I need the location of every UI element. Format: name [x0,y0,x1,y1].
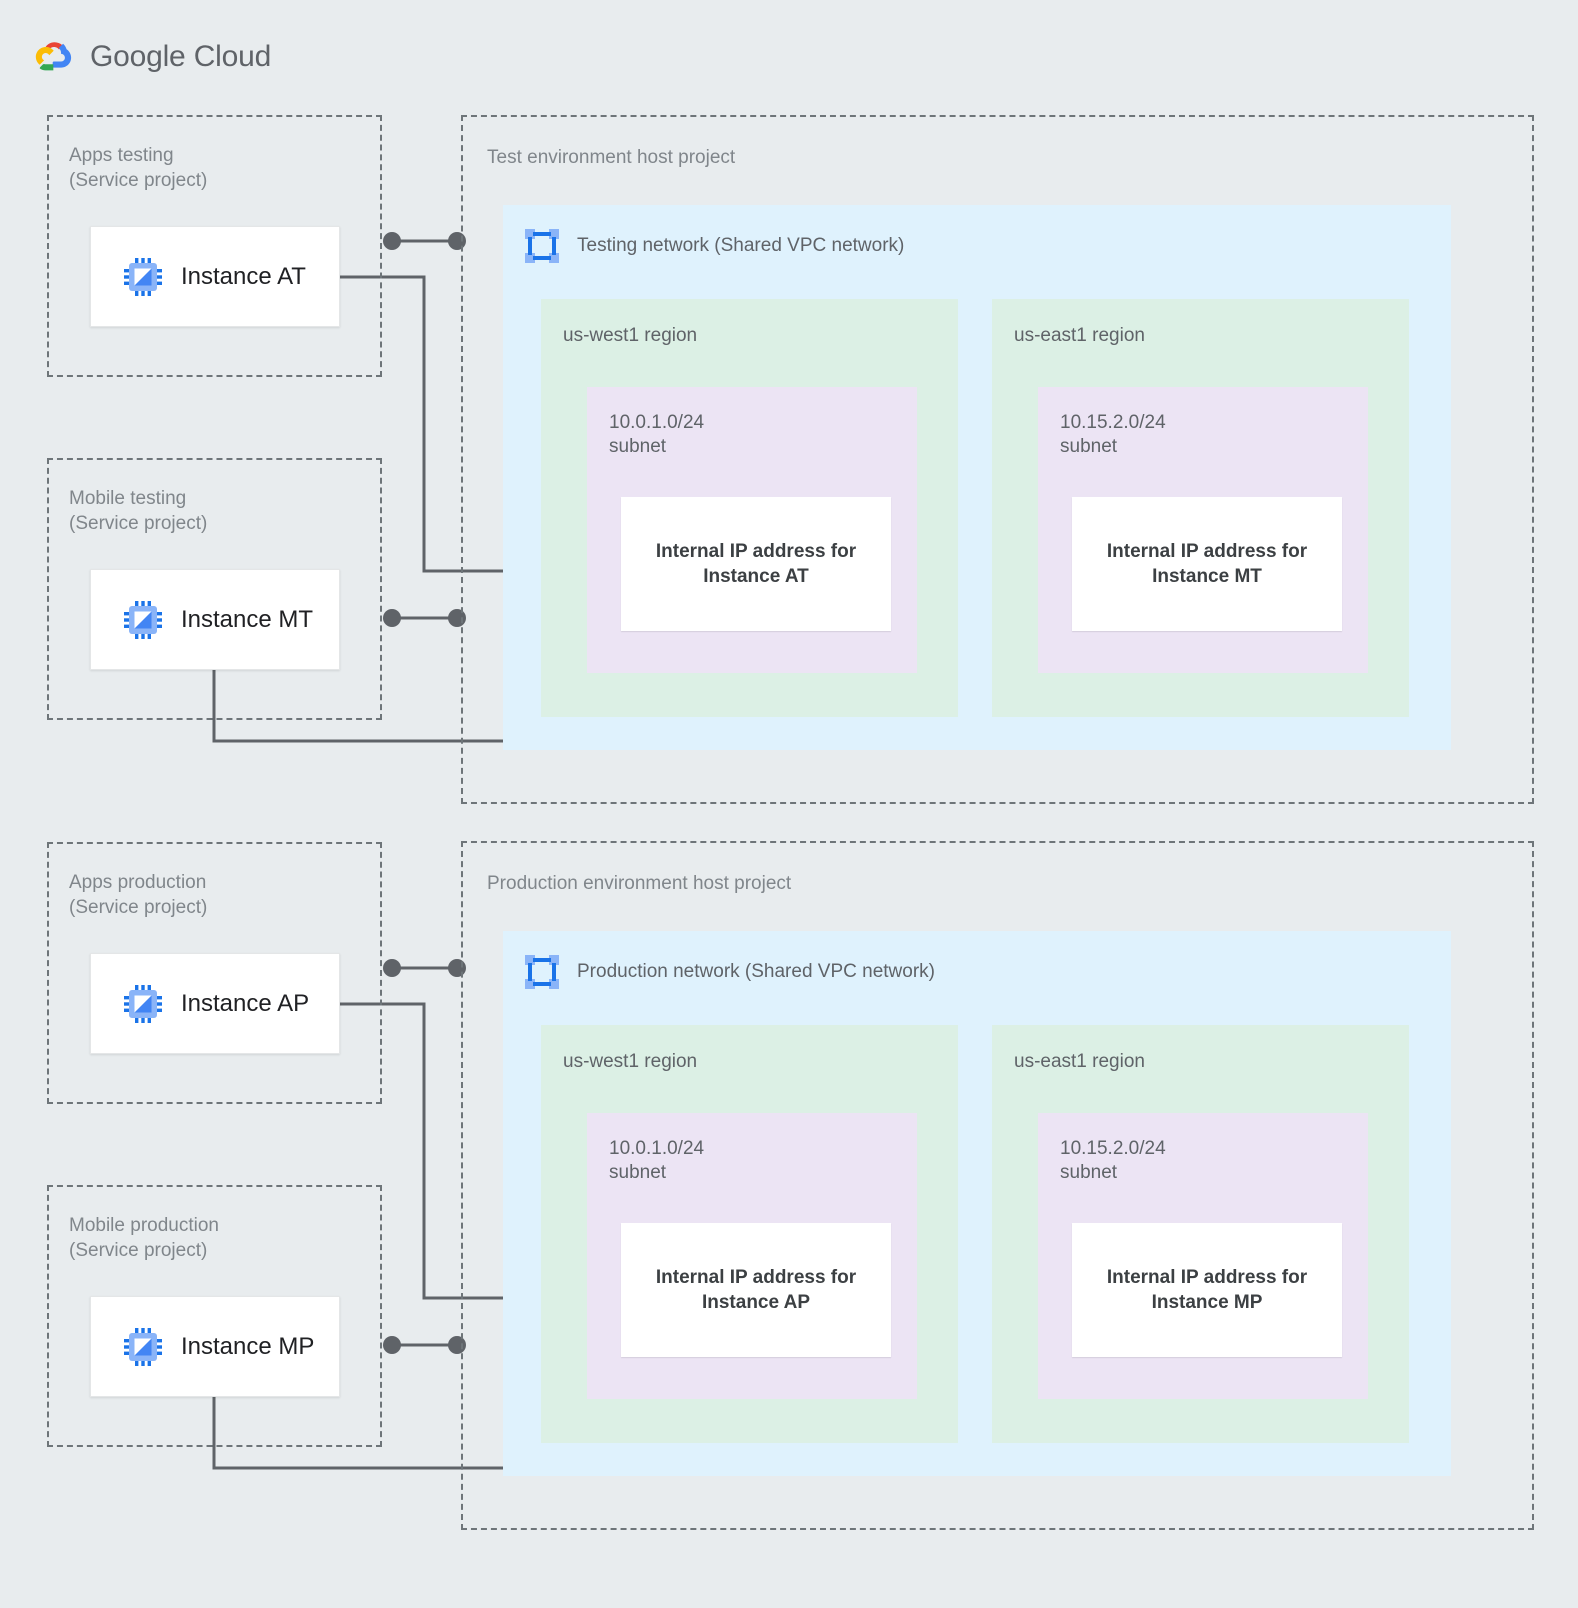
region-us-west1: us-west1 region 10.0.1.0/24 subnet Inter… [541,1025,958,1443]
ip-card-instance-mp: Internal IP address for Instance MP [1072,1223,1342,1357]
host-project-test: Test environment host project [461,115,1534,804]
service-project-apps-production: Apps production (Service project) [47,842,382,1104]
region-label: us-west1 region [563,1051,698,1072]
region-us-east1: us-east1 region 10.15.2.0/24 subnet Inte… [992,1025,1409,1443]
region-label: us-east1 region [1014,325,1145,346]
instance-label: Instance AP [181,989,310,1017]
vpc-network-header: Production network (Shared VPC network) [523,953,935,991]
subnet-label: 10.0.1.0/24 subnet [609,1138,705,1183]
service-project-mobile-production: Mobile production (Service project) [47,1185,382,1447]
subnet-label: 10.15.2.0/24 subnet [1060,412,1166,457]
region-us-west1: us-west1 region 10.0.1.0/24 subnet Inter… [541,299,958,717]
service-project-label: Apps testing (Service project) [69,145,208,191]
cpu-chip-icon [124,600,162,639]
vpc-network-testing: Testing network (Shared VPC network) us-… [503,205,1451,750]
host-project-label: Production environment host project [487,873,792,894]
service-project-mobile-testing: Mobile testing (Service project) [47,458,382,720]
region-label: us-east1 region [1014,1051,1145,1072]
brand-wordmark: Google Cloud [90,40,271,74]
subnet-10-15-2-0-24: 10.15.2.0/24 subnet Internal IP address … [1038,387,1368,673]
instance-mp[interactable]: Instance MP [90,1296,340,1397]
cpu-chip-icon [124,984,162,1023]
brand-cloud: Cloud [193,40,272,73]
instance-ap[interactable]: Instance AP [90,953,340,1054]
instance-label: Instance AT [181,262,306,290]
subnet-label: 10.0.1.0/24 subnet [609,412,705,457]
ip-card-instance-at: Internal IP address for Instance AT [621,497,891,631]
subnet-10-0-1-0-24: 10.0.1.0/24 subnet Internal IP address f… [587,387,917,673]
service-project-label: Mobile testing (Service project) [69,488,208,534]
vpc-network-icon [525,955,559,989]
service-project-apps-testing: Apps testing (Service project) [47,115,382,377]
brand-header: Google Cloud [30,34,271,80]
instance-label: Instance MP [181,1332,315,1360]
subnet-label: 10.15.2.0/24 subnet [1060,1138,1166,1183]
region-label: us-west1 region [563,325,698,346]
cpu-chip-icon [124,1327,162,1366]
ip-card-instance-ap: Internal IP address for Instance AP [621,1223,891,1357]
host-project-label: Test environment host project [487,147,736,168]
vpc-network-label: Production network (Shared VPC network) [577,961,935,982]
vpc-network-production: Production network (Shared VPC network) … [503,931,1451,1476]
ip-card-instance-mt: Internal IP address for Instance MT [1072,497,1342,631]
subnet-10-0-1-0-24: 10.0.1.0/24 subnet Internal IP address f… [587,1113,917,1399]
subnet-10-15-2-0-24: 10.15.2.0/24 subnet Internal IP address … [1038,1113,1368,1399]
cpu-chip-icon [124,257,162,296]
instance-at[interactable]: Instance AT [90,226,340,327]
vpc-network-label: Testing network (Shared VPC network) [577,235,905,256]
service-project-label: Mobile production (Service project) [69,1215,219,1261]
region-us-east1: us-east1 region 10.15.2.0/24 subnet Inte… [992,299,1409,717]
vpc-network-icon [525,229,559,263]
instance-label: Instance MT [181,605,314,633]
google-cloud-logo-icon [35,42,72,71]
service-project-label: Apps production (Service project) [69,872,208,918]
vpc-network-header: Testing network (Shared VPC network) [523,227,904,265]
host-project-production: Production environment host project [461,841,1534,1530]
brand-google: Google [90,40,186,73]
instance-mt[interactable]: Instance MT [90,569,340,670]
